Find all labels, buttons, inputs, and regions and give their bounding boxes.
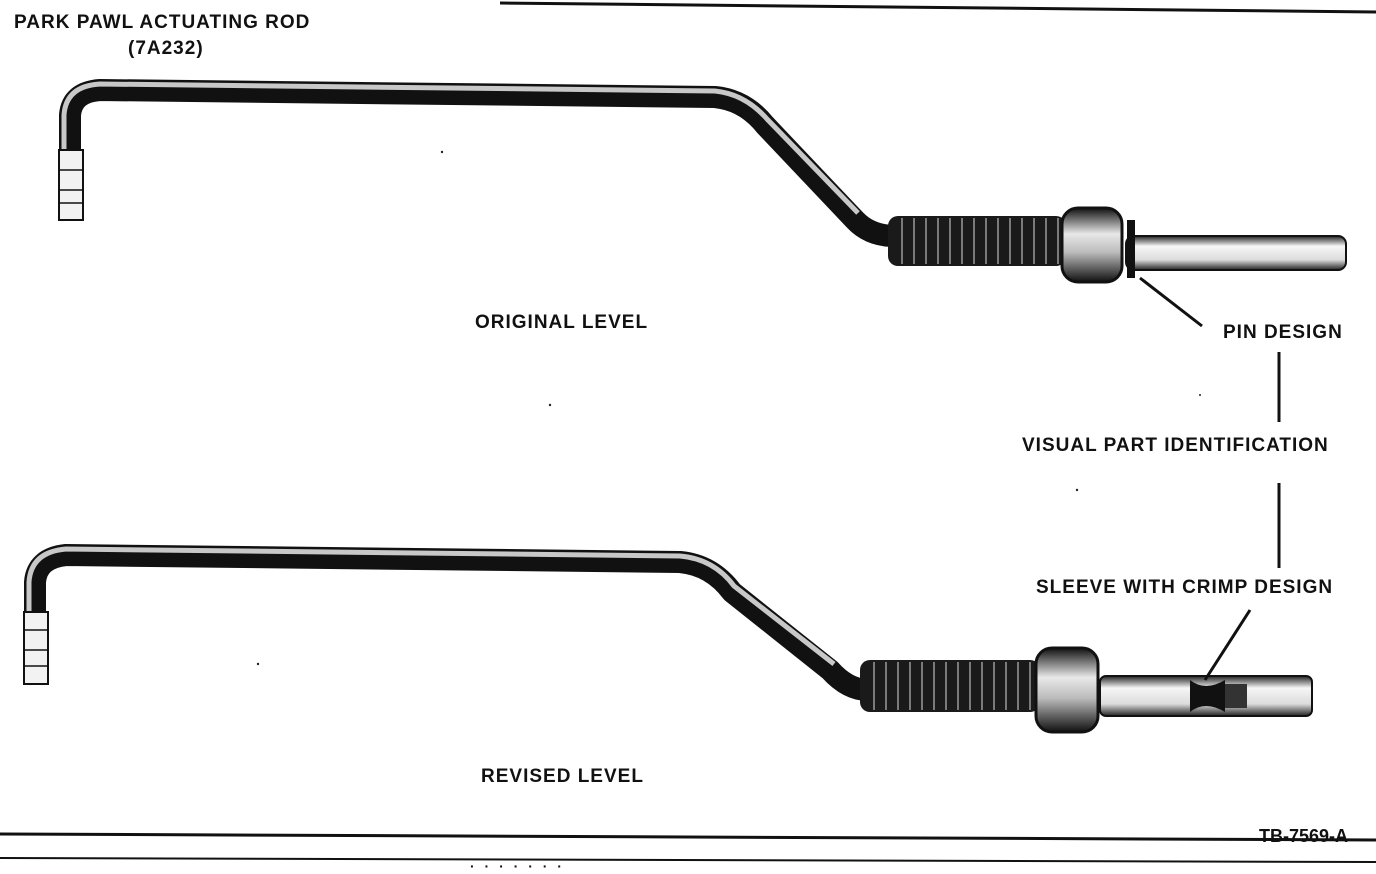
sleeve-crimp <box>1190 680 1225 712</box>
original-rod-body <box>59 79 896 247</box>
revised-rod-highlight <box>26 546 836 676</box>
revised-nut <box>1034 646 1100 734</box>
pin-design-marker <box>1127 220 1135 278</box>
title-line-2: (7A232) <box>128 38 204 59</box>
figure-code: TB-7569-A <box>1259 826 1349 846</box>
revised-rod-hook-end <box>23 611 49 685</box>
bottom-rule-1 <box>0 832 1376 842</box>
original-rod <box>58 79 1347 284</box>
original-level-label: ORIGINAL LEVEL <box>475 312 649 333</box>
top-rule <box>499 1 1376 14</box>
title-line-1: PARK PAWL ACTUATING ROD <box>14 12 311 33</box>
revised-rod <box>23 544 1313 734</box>
revised-rod-body <box>24 544 869 701</box>
original-nut <box>1060 206 1124 284</box>
visual-identification-label: VISUAL PART IDENTIFICATION <box>1022 435 1329 456</box>
original-rod-highlight <box>61 81 860 215</box>
sleeve-leader <box>1203 609 1252 681</box>
sleeve-crimp-label: SLEEVE WITH CRIMP DESIGN <box>1036 577 1334 598</box>
original-pin <box>1125 235 1347 271</box>
bottom-rule-2 <box>0 857 1376 863</box>
original-rod-hook-end <box>58 149 84 221</box>
pin-leader <box>1139 276 1203 328</box>
pin-design-label: PIN DESIGN <box>1223 322 1343 343</box>
revised-level-label: REVISED LEVEL <box>481 766 644 787</box>
footer-partial-text: · · · · · · · <box>470 858 565 874</box>
